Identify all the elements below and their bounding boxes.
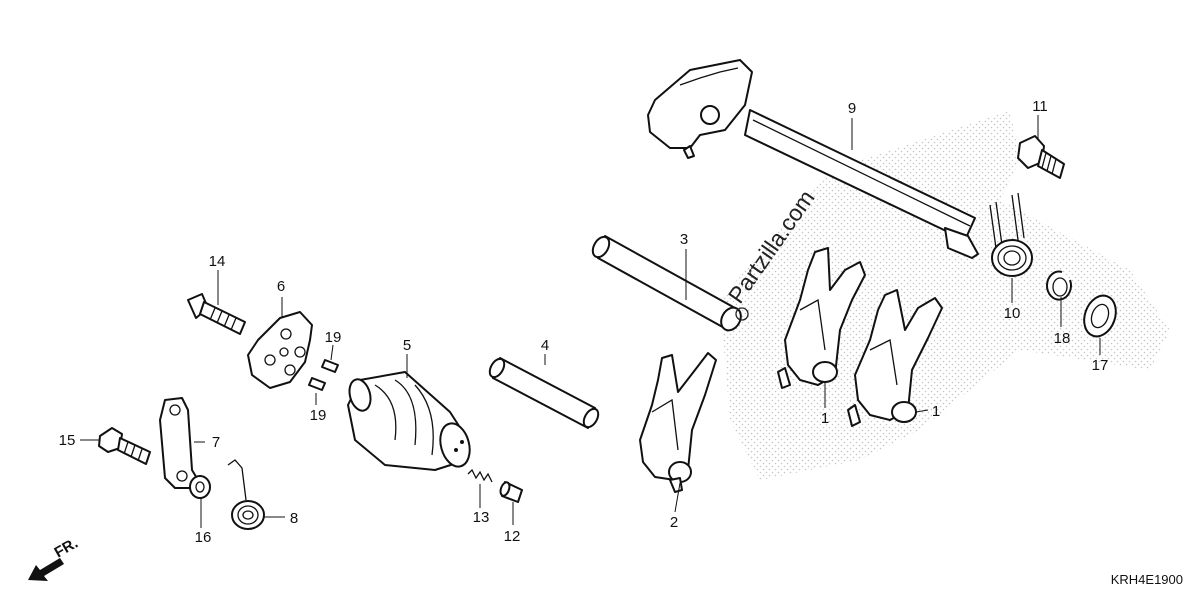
- callout-17: 17: [1092, 357, 1109, 374]
- callout-6: 6: [277, 278, 285, 295]
- callout-1-a: 1: [821, 410, 829, 427]
- front-arrow-icon: [28, 558, 64, 581]
- callout-1-b: 1: [932, 403, 940, 420]
- part-9-gearshift-spindle[interactable]: [647, 59, 979, 259]
- part-5-shift-drum[interactable]: [346, 371, 474, 471]
- callout-10: 10: [1004, 305, 1021, 322]
- callout-4: 4: [541, 337, 549, 354]
- part-14-bolt[interactable]: [187, 293, 246, 335]
- callout-16: 16: [195, 529, 212, 546]
- part-4-fork-shaft[interactable]: [487, 356, 601, 429]
- part-15-bolt[interactable]: [98, 427, 151, 465]
- callout-9: 9: [848, 100, 856, 117]
- callout-19-b: 19: [310, 407, 327, 424]
- copyright-icon: [735, 307, 749, 321]
- callout-3: 3: [680, 231, 688, 248]
- part-18-circlip[interactable]: [1046, 270, 1072, 301]
- front-label: FR.: [52, 535, 81, 562]
- callout-2: 2: [670, 514, 678, 531]
- part-11-bolt[interactable]: [1017, 135, 1065, 179]
- leader-lines: [80, 115, 1101, 528]
- front-direction-indicator: FR.: [28, 535, 81, 581]
- diagram-code: KRH4E1900: [1111, 572, 1183, 587]
- callout-12: 12: [504, 528, 521, 545]
- part-19-dowel-pins[interactable]: [308, 359, 339, 391]
- part-16-washer[interactable]: [189, 475, 211, 499]
- part-7-stopper-arm[interactable]: [159, 397, 199, 489]
- callout-13: 13: [473, 509, 490, 526]
- callout-5: 5: [403, 337, 411, 354]
- part-3-fork-shaft[interactable]: [589, 234, 744, 334]
- part-1-shift-fork-b[interactable]: [847, 289, 943, 427]
- callout-15: 15: [59, 432, 76, 449]
- part-17-washer[interactable]: [1079, 291, 1122, 341]
- part-10-return-spring[interactable]: [989, 192, 1033, 277]
- part-1-shift-fork-a[interactable]: [777, 247, 866, 389]
- callout-labels: 9 11 3 10 18 17 1 1 2 4 5 6 14 19 19 15 …: [59, 98, 1109, 546]
- part-2-shift-fork[interactable]: [639, 352, 717, 493]
- callout-7: 7: [212, 434, 220, 451]
- callout-18: 18: [1054, 330, 1071, 347]
- callout-19-a: 19: [325, 329, 342, 346]
- callout-14: 14: [209, 253, 226, 270]
- callout-11: 11: [1032, 98, 1048, 115]
- part-6-drum-center[interactable]: [247, 311, 313, 389]
- part-8-stopper-spring[interactable]: [227, 459, 265, 530]
- part-13-spring[interactable]: [467, 468, 493, 483]
- callout-8: 8: [290, 510, 298, 527]
- part-12-pin[interactable]: [499, 481, 523, 503]
